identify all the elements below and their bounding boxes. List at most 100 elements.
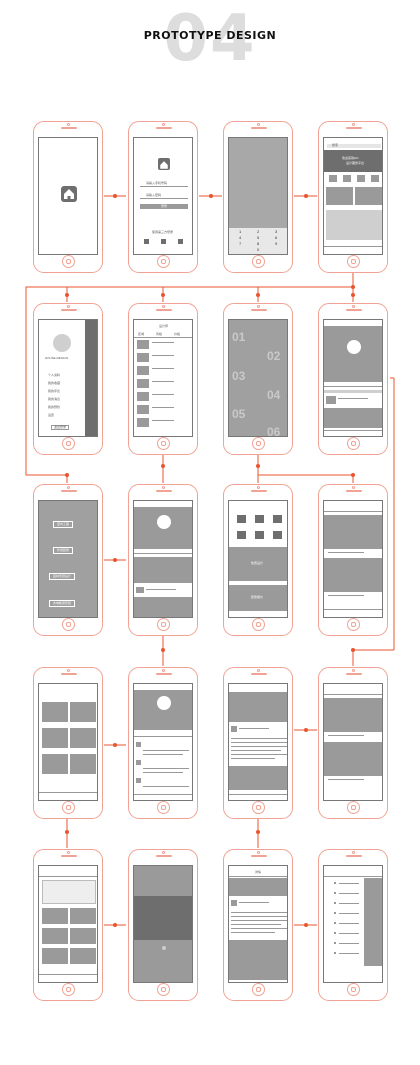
screen-numbers: 01 02 03 04 05 06 xyxy=(228,319,288,437)
avatar[interactable] xyxy=(157,515,171,529)
list-item-thumb[interactable] xyxy=(137,379,149,388)
keypad-key[interactable]: 1 xyxy=(239,229,242,234)
screen-grid xyxy=(38,865,98,983)
screen-detail: 详情 xyxy=(228,865,288,983)
keypad-key[interactable]: 9 xyxy=(275,241,278,246)
sidebar-item-0[interactable]: 个人资料 xyxy=(48,373,61,377)
card-3[interactable]: 水电暖通安装 xyxy=(49,600,76,607)
timeline-dot xyxy=(334,922,336,924)
banner[interactable]: 欢迎来到HO 设计服务平台 xyxy=(324,150,382,172)
filter-area[interactable]: 区域 xyxy=(138,332,145,336)
keypad-key[interactable]: 4 xyxy=(239,235,242,240)
screen-feed xyxy=(323,683,383,801)
home-button xyxy=(347,255,360,268)
phone-sidebar: HOUSE DESIGN 个人资料 我的收藏 我的评论 我的消息 我的预约 设置… xyxy=(33,303,103,455)
screen-timeline xyxy=(323,865,383,983)
list-item-thumb[interactable] xyxy=(137,418,149,427)
home-button xyxy=(252,618,265,631)
card-0[interactable]: 室内工程 xyxy=(53,521,74,528)
timeline-line xyxy=(339,923,359,924)
list-item-thumb[interactable] xyxy=(137,405,149,414)
login-button[interactable]: 登录 xyxy=(140,204,188,209)
password-field[interactable]: 请输入密码 xyxy=(146,193,162,197)
keypad-key[interactable]: 8 xyxy=(257,241,260,246)
keypad-key[interactable]: 5 xyxy=(257,235,260,240)
action-free-design[interactable]: 免费设计 xyxy=(251,561,264,565)
list-item-thumb[interactable] xyxy=(137,353,149,362)
phone-gallery xyxy=(33,667,103,819)
screen-photo-viewer xyxy=(133,865,193,983)
timeline-dot xyxy=(334,932,336,934)
keypad-key[interactable]: 6 xyxy=(275,235,278,240)
phone-field[interactable]: 请输入手机号码 xyxy=(146,181,168,185)
home-button xyxy=(252,983,265,996)
home-button xyxy=(252,255,265,268)
wechat-icon[interactable] xyxy=(144,239,149,244)
list-item-thumb[interactable] xyxy=(137,340,149,349)
keypad-key[interactable]: 3 xyxy=(275,229,278,234)
num-0[interactable]: 01 xyxy=(232,330,246,344)
screen-services: 免费设计 装修报价 xyxy=(228,500,288,618)
avatar[interactable] xyxy=(157,696,171,710)
avatar[interactable] xyxy=(53,334,71,352)
home-button xyxy=(62,618,75,631)
phone-services: 免费设计 装修报价 xyxy=(223,484,293,636)
third-party-label: 使用第三方登录 xyxy=(152,230,174,234)
keypad-key[interactable]: 2 xyxy=(257,229,260,234)
action-quote[interactable]: 装修报价 xyxy=(251,595,264,599)
num-2[interactable]: 03 xyxy=(232,369,246,383)
qq-icon[interactable] xyxy=(161,239,166,244)
home-button xyxy=(157,437,170,450)
screen-list: 设计师 区域 风格 价格 xyxy=(133,319,193,437)
list-item-line xyxy=(152,342,174,343)
list-item-line xyxy=(152,381,174,382)
search-input[interactable]: 搜索 xyxy=(332,143,339,147)
num-1[interactable]: 02 xyxy=(267,349,281,363)
sidebar-item-5[interactable]: 设置 xyxy=(48,413,55,417)
detail-title: 详情 xyxy=(255,870,262,874)
num-4[interactable]: 05 xyxy=(232,407,246,421)
screen-splash xyxy=(38,137,98,255)
home-button xyxy=(252,801,265,814)
phone-photo-viewer xyxy=(128,849,198,1001)
home-button xyxy=(157,983,170,996)
home-button xyxy=(347,983,360,996)
timeline-line xyxy=(339,943,359,944)
phone-splash xyxy=(33,121,103,273)
home-button xyxy=(347,437,360,450)
house-icon xyxy=(61,186,77,202)
home-button xyxy=(157,618,170,631)
timeline-dot xyxy=(334,902,336,904)
num-3[interactable]: 04 xyxy=(267,388,281,402)
weibo-icon[interactable] xyxy=(178,239,183,244)
home-button xyxy=(62,437,75,450)
filter-price[interactable]: 价格 xyxy=(174,332,181,336)
phone-cases xyxy=(318,484,388,636)
num-5[interactable]: 06 xyxy=(267,425,281,437)
list-item-line xyxy=(152,420,174,421)
keypad-key[interactable]: 0 xyxy=(257,247,260,252)
card-2[interactable]: 园林景观设计 xyxy=(49,573,76,580)
list-item-thumb[interactable] xyxy=(137,392,149,401)
screen-login: 请输入手机号码 请输入密码 登录 使用第三方登录 xyxy=(133,137,193,255)
sidebar-item-2[interactable]: 我的评论 xyxy=(48,389,61,393)
screen-designer xyxy=(133,500,193,618)
sidebar-item-4[interactable]: 我的预约 xyxy=(48,405,61,409)
list-item-thumb[interactable] xyxy=(137,366,149,375)
timeline-line xyxy=(339,903,359,904)
keypad-key[interactable]: 7 xyxy=(239,241,242,246)
sidebar-item-1[interactable]: 我的收藏 xyxy=(48,381,61,385)
home-button xyxy=(62,801,75,814)
timeline-line xyxy=(339,883,359,884)
avatar[interactable] xyxy=(347,340,361,354)
screen-profile xyxy=(323,319,383,437)
card-1[interactable]: 外观装修 xyxy=(53,547,74,554)
home-button xyxy=(347,801,360,814)
timeline-dot xyxy=(334,952,336,954)
home-button xyxy=(252,437,265,450)
logout-button[interactable]: 退出登录 xyxy=(51,425,70,430)
filter-style[interactable]: 风格 xyxy=(156,332,163,336)
timeline-line xyxy=(339,893,359,894)
house-icon xyxy=(158,158,170,170)
sidebar-item-3[interactable]: 我的消息 xyxy=(48,397,61,401)
